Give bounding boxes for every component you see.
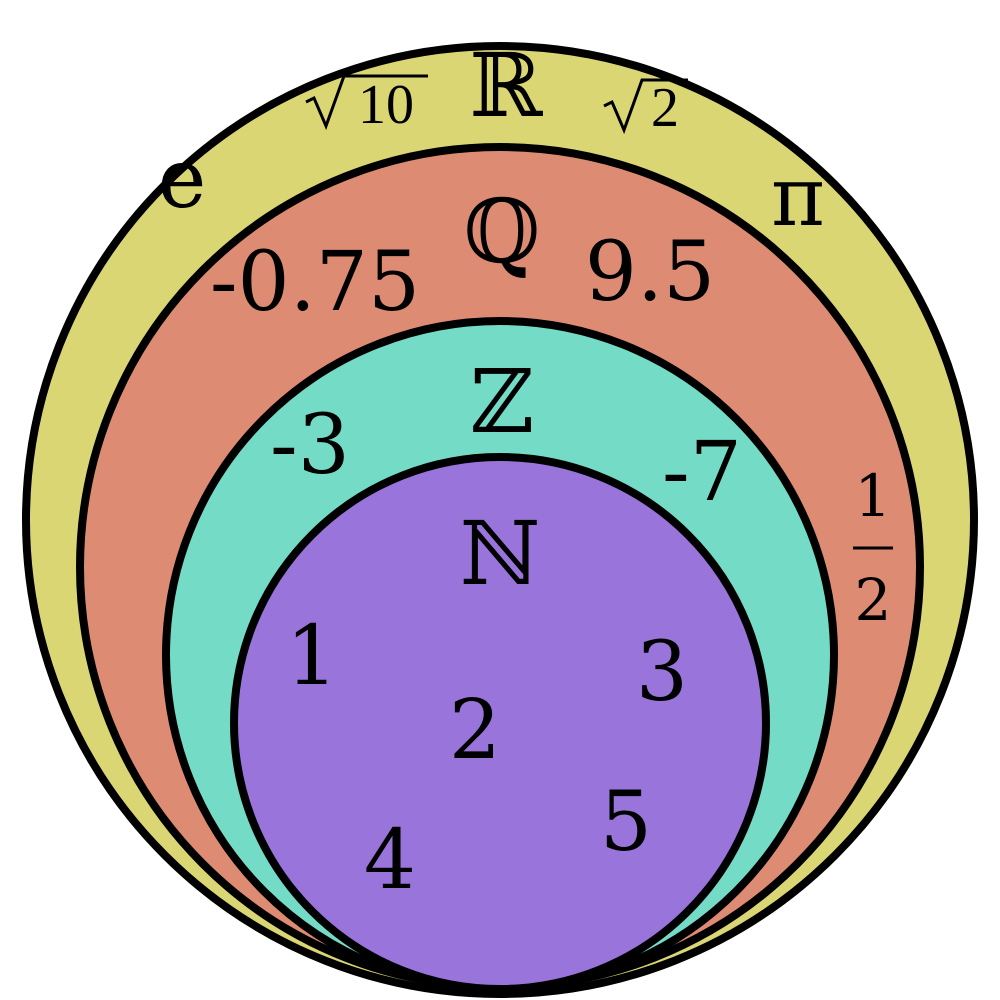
half-denominator: 2 [855,566,892,634]
rationals-set-label: ℚ [464,180,541,283]
reals-set-label: ℝ [469,34,543,137]
naturals-set-label: ℕ [460,502,540,605]
sqrt-10-radical-sign [305,74,428,131]
member-4: 4 [364,813,416,908]
member-5: 5 [600,775,652,870]
sqrt-10-radicand: 10 [358,74,414,136]
member-sqrt-10: 10 [305,74,428,136]
member-e: e [158,132,207,227]
half-numerator: 1 [855,462,892,530]
naturals-set-circle [230,453,770,993]
integers-set-label: ℤ [470,350,534,453]
member-neg-7: -7 [662,425,742,520]
sqrt-2-radicand: 2 [651,77,679,139]
member-sqrt-2: 2 [603,77,688,139]
member-9-5: 9.5 [585,225,715,320]
member-neg-0-75: -0.75 [210,235,420,330]
member-3: 3 [636,625,688,720]
member-one-half: 1 2 [853,462,893,634]
sqrt-2-radical-sign [603,78,688,135]
member-1: 1 [286,609,338,704]
member-pi: π [771,150,825,245]
member-neg-3: -3 [270,398,350,493]
member-2: 2 [449,683,501,778]
